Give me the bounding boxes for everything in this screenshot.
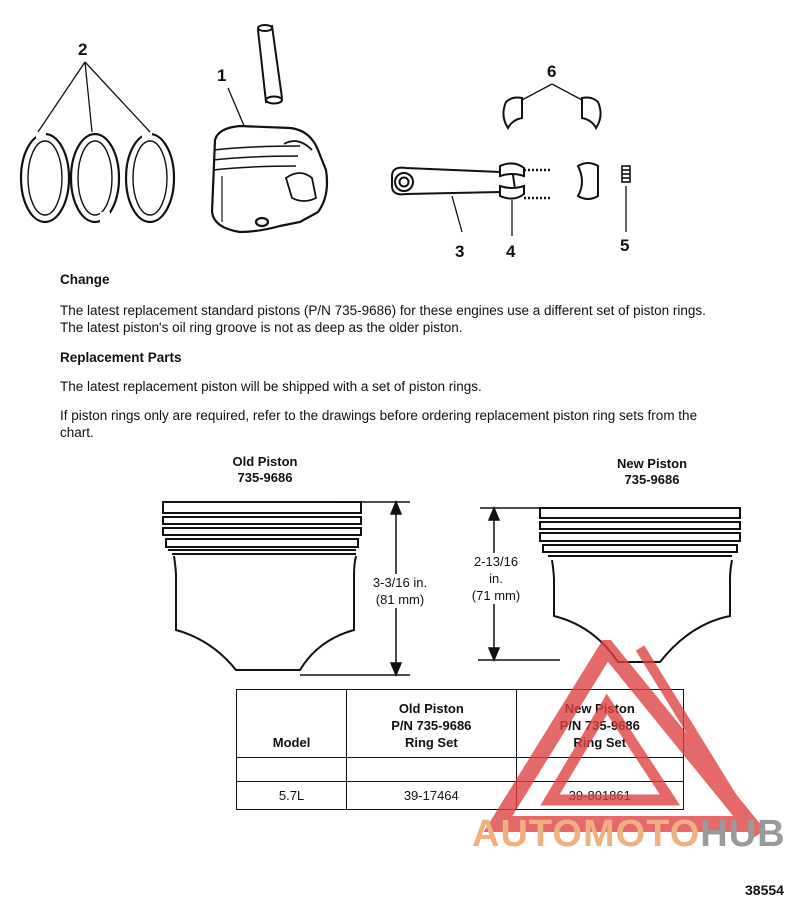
- new-dim-unit: in.: [489, 571, 503, 586]
- replacement-heading: Replacement Parts: [60, 350, 182, 365]
- cell-model: 5.7L: [235, 781, 348, 810]
- old-piston-profile: [162, 501, 362, 671]
- old-piston-title: Old Piston: [232, 454, 298, 469]
- callout-4: 4: [506, 242, 516, 261]
- replacement-para-2-line-2: chart.: [60, 425, 94, 440]
- new-piston-title: New Piston: [616, 456, 688, 471]
- watermark-triangle-logo: [483, 640, 767, 839]
- callout-2-leaders: [37, 61, 151, 133]
- new-piston-dimension-label: 2-13/16 in. (71 mm): [458, 553, 534, 604]
- header-model-label: Model: [272, 735, 311, 750]
- change-heading: Change: [60, 272, 110, 287]
- replacement-para-1: The latest replacement piston will be sh…: [60, 379, 482, 394]
- spacer-cell: [235, 757, 348, 782]
- nut-drawing: [621, 165, 631, 183]
- old-dim-metric: (81 mm): [375, 592, 425, 607]
- parts-illustration: [19, 24, 631, 236]
- old-piston-dimension: [300, 500, 410, 677]
- new-piston-part: 735-9686: [624, 472, 680, 487]
- new-dim-metric: (71 mm): [471, 588, 521, 603]
- piston-comparison-drawing: [162, 500, 741, 677]
- old-dim-value: 3-3/16 in.: [372, 575, 428, 590]
- watermark-text-a: AUTOMOTO: [472, 813, 701, 855]
- connecting-rod-drawing: [391, 162, 550, 200]
- new-piston-caption: New Piston 735-9686: [592, 456, 712, 488]
- change-line-1: The latest replacement standard pistons …: [60, 303, 706, 318]
- piston-pin-drawing: [256, 24, 284, 105]
- piston-drawing: [210, 124, 329, 234]
- callout-5: 5: [620, 236, 630, 255]
- cell-old-ring-set: 39-17464: [346, 781, 517, 810]
- old-piston-dimension-label: 3-3/16 in. (81 mm): [358, 574, 442, 608]
- callout-6: 6: [547, 62, 557, 81]
- header-old-line-1: Old Piston: [398, 701, 464, 716]
- new-piston-profile: [539, 507, 741, 663]
- header-old-line-2: P/N 735-9686: [391, 718, 472, 733]
- piston-rings-drawing: [19, 130, 176, 224]
- change-line-2: The latest piston's oil ring groove is n…: [60, 320, 463, 335]
- header-old-line-3: Ring Set: [404, 735, 458, 750]
- rod-cap-drawing: [576, 162, 599, 200]
- old-piston-part: 735-9686: [237, 470, 293, 485]
- header-model: Model: [235, 689, 348, 758]
- callout-3: 3: [455, 242, 465, 261]
- callout-1: 1: [217, 66, 227, 85]
- replacement-para-2-line-1: If piston rings only are required, refer…: [60, 408, 698, 423]
- document-number: 38554: [745, 882, 784, 898]
- watermark-text: AUTOMOTOHUB: [472, 813, 786, 856]
- old-piston-caption: Old Piston 735-9686: [205, 454, 325, 486]
- bearing-halves-drawing: [502, 96, 602, 130]
- new-dim-value: 2-13/16: [473, 554, 519, 569]
- callout-2: 2: [78, 40, 88, 59]
- watermark-text-b: HUB: [700, 813, 786, 855]
- header-old-piston: Old Piston P/N 735-9686 Ring Set: [346, 689, 517, 758]
